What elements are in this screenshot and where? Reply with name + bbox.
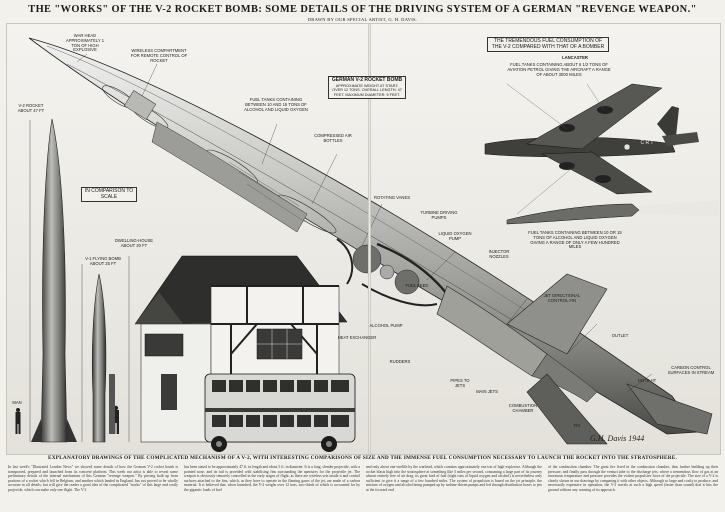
label-compressed-air: COMPRESSED AIR BOTTLES xyxy=(314,133,352,143)
label-alcohol-pump: ALCOHOL PUMP xyxy=(369,323,403,328)
rocket-title: GERMAN V-2 ROCKET BOMB xyxy=(331,77,403,83)
page-gutter xyxy=(368,24,371,454)
label-lancaster: LANCASTER xyxy=(562,55,588,60)
label-note-ht: NOTE HT xyxy=(637,378,657,383)
v1-scale-bomb xyxy=(91,273,107,443)
rocket-title-box: GERMAN V-2 ROCKET BOMB APPROXIMATE WEIGH… xyxy=(328,76,406,100)
label-lancaster-fuel: FUEL TANKS CONTAINING ABOUT 6 1/2 TONS O… xyxy=(507,62,611,77)
label-main-jets: MAIN JETS xyxy=(476,389,498,394)
label-rotating-vanes: ROTATING VANES xyxy=(373,195,411,200)
lancaster-bomber xyxy=(484,83,699,195)
artist-signature: G.H. Davis 1944 xyxy=(590,434,645,443)
label-rudders: RUDDERS xyxy=(389,359,411,364)
small-v2-flight xyxy=(506,200,719,225)
label-v2-scale: V-2 ROCKET ABOUT 47 FT xyxy=(17,103,45,113)
label-wireless: WIRELESS COMPARTMENT FOR REMOTE CONTROL … xyxy=(130,48,188,63)
v2-cutaway-rocket xyxy=(28,37,713,445)
article-column-2: has been stated to be approximately 47 f… xyxy=(184,465,360,492)
bomber-roundel-letters: C R T xyxy=(640,140,654,146)
label-injector: INJECTOR NOZZLES xyxy=(488,249,510,259)
label-outlet: OUTLET xyxy=(611,333,629,338)
label-house-scale: DWELLING-HOUSE ABOUT 30 FT xyxy=(114,238,154,248)
label-turbine: TURBINE DRIVING PUMPS xyxy=(420,210,458,220)
comparison-box: IN COMPARISON TO SCALE xyxy=(81,187,137,203)
article-column-3: and only about one-twelfth by the warhea… xyxy=(366,465,542,492)
label-fuel-tanks: FUEL TANKS CONTAINING BETWEEN 10 AND 15 … xyxy=(244,97,308,112)
label-war-head: WAR HEAD APPROXIMATELY 1 TON OF HIGH EXP… xyxy=(65,33,105,53)
label-v2-fuel: FUEL TANKS CONTAINING BETWEEN 10 OR 15 T… xyxy=(528,230,622,250)
v2-scale-rocket xyxy=(31,118,77,443)
rocket-specs: APPROXIMATE WEIGHT AT START: OVER 12 TON… xyxy=(332,83,402,97)
page-headline: THE "WORKS" OF THE V-2 ROCKET BOMB: SOME… xyxy=(28,4,697,15)
artist-credit: DRAWN BY OUR SPECIAL ARTIST, G. H. DAVIS… xyxy=(307,17,418,22)
label-fuel-feed: FUEL FEED xyxy=(405,283,429,288)
article-column-4: of the combustion chamber. The great fir… xyxy=(548,465,718,492)
label-oxygen-pump: LIQUID OXYGEN PUMP xyxy=(438,231,472,241)
double-decker-bus xyxy=(204,373,356,452)
label-gas-vanes: CARBON CONTROL SURFACES IN STREAM xyxy=(667,365,715,375)
label-combustion: COMBUSTION CHAMBER xyxy=(508,403,538,413)
label-v1-scale: V-1 FLYING BOMB ABOUT 25 FT xyxy=(85,256,121,266)
label-man: MAN xyxy=(12,400,22,405)
label-pipes: PIPES TO JETS xyxy=(450,378,470,388)
figure-caption: EXPLANATORY DRAWINGS OF THE COMPLICATED … xyxy=(48,455,677,461)
label-fins: FIN xyxy=(573,423,581,428)
fuel-comparison-box: THE TREMENDOUS FUEL CONSUMPTION OF THE V… xyxy=(487,37,609,53)
article-column-1: In last week's "Illustrated London News"… xyxy=(8,465,178,492)
label-heat-exchanger: HEAT EXCHANGER xyxy=(337,335,377,340)
illustration-plate: WAR HEAD APPROXIMATELY 1 TON OF HIGH EXP… xyxy=(6,23,721,455)
label-directional-fin: JET DIRECTIONAL CONTROL FIN xyxy=(543,293,581,303)
